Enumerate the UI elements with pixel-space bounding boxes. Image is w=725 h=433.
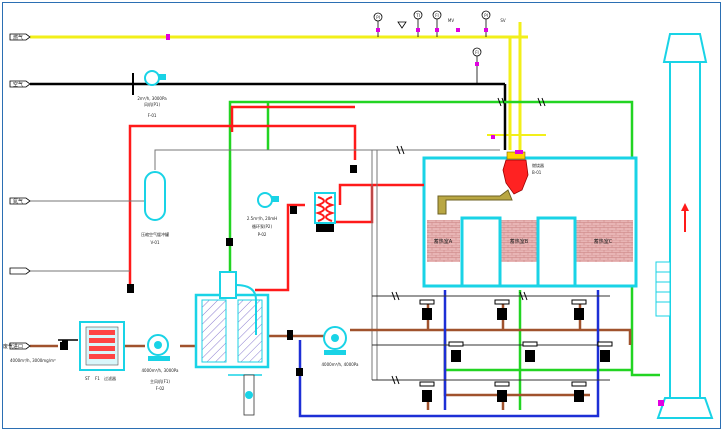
tag-1: PI [376, 15, 380, 20]
inlet-waste-gas: 废气进口 4000m³/h, 3000mg/m³ [3, 342, 56, 363]
buffer-tank-tag: V-01 [150, 240, 159, 245]
valve-4 [448, 341, 464, 362]
inlet-aux [9, 267, 31, 275]
inlet-nitrogen: 氮气 [9, 197, 31, 205]
valve-outlet [287, 330, 293, 340]
instrument-tags[interactable] [373, 10, 491, 84]
waste-gas-inlet-label: 废气进口 [3, 343, 23, 350]
filter-box[interactable]: ST F1 过滤器 [58, 321, 125, 381]
circulation-pump-tag: P-02 [258, 232, 267, 237]
inlet-fuel-gas: 燃气 [9, 33, 31, 41]
circulation-pump-spec: 2.5m³/h, 20mH [247, 216, 277, 221]
circulation-pump[interactable]: 2.5m³/h, 20mH 循环泵(P2) P-02 [247, 192, 279, 237]
main-fan-inlet-tag: F-02 [156, 386, 165, 391]
pipe-break-marks [391, 97, 546, 385]
tag-5: MV [448, 18, 454, 23]
inlet-air-label: 空气 [13, 81, 23, 88]
valve-1 [419, 299, 435, 320]
diagram-frame [2, 2, 721, 429]
main-fan-inlet-label: 主风机(F1) [150, 378, 170, 384]
valve-7 [419, 381, 435, 402]
blower-top[interactable]: 2m³/h, 3000Pa 风机(P1) F-01 [132, 70, 167, 118]
valve-6 [597, 341, 613, 362]
inlet-fuel-gas-label: 燃气 [13, 34, 23, 41]
tag-3: FI [435, 13, 438, 18]
instrument-markers [166, 28, 523, 154]
collector-lines [372, 295, 610, 381]
rto-chamber-a-label: 蓄热室A [434, 238, 453, 245]
rto-vessel[interactable]: 蓄热室A 蓄热室B 蓄热室C [418, 156, 638, 288]
waste-gas-flow-label: 4000m³/h, 3000mg/m³ [10, 358, 56, 363]
instrument-triangle [397, 21, 407, 29]
tag-mid: FI [475, 50, 478, 55]
filter-label: 过滤器 [104, 375, 116, 381]
air-line [30, 82, 507, 150]
fuel-gas-line [30, 22, 546, 150]
buffer-tank[interactable]: 压缩空气缓冲罐 V-01 [141, 171, 169, 245]
valve-green [226, 238, 233, 246]
valve-inlet [62, 340, 68, 350]
process-valves[interactable] [62, 165, 613, 402]
blower-top-label: 风机(P1) [144, 101, 161, 107]
valve-blue [296, 368, 303, 376]
main-fan-inlet[interactable]: 4000m³/h, 3000Pa 主风机(F1) F-02 [142, 334, 180, 391]
instrument-air-line [30, 149, 500, 380]
circulation-pump-label: 循环泵(P2) [252, 223, 273, 229]
tag-6: SV [500, 18, 506, 23]
inlet-nitrogen-label: 氮气 [13, 198, 23, 205]
rto-chamber-b-label: 蓄热室B [510, 238, 529, 245]
filter-tag2: F1 [95, 376, 100, 381]
adsorber[interactable] [194, 271, 270, 416]
rto-chamber-c-label: 蓄热室C [594, 238, 613, 245]
stack[interactable] [655, 33, 714, 419]
main-fan-outlet-spec: 4000m³/h, 4000Pa [322, 362, 360, 367]
inlet-air: 空气 [9, 80, 31, 88]
buffer-tank-label: 压缩空气缓冲罐 [141, 231, 169, 237]
burner-tag: B-01 [532, 170, 542, 175]
blower-top-spec: 2m³/h, 3000Pa [137, 96, 167, 101]
valve-hx [290, 206, 297, 214]
valve-5 [522, 341, 538, 362]
blower-top-tag: F-01 [148, 113, 157, 118]
instrument-labels: PI TI FI PI FI MV SV [376, 13, 506, 55]
exhaust-line [298, 290, 600, 418]
valve-3 [571, 299, 587, 320]
filter-tag: ST [85, 376, 91, 381]
main-fan-inlet-spec: 4000m³/h, 3000Pa [142, 368, 180, 373]
valve-2 [494, 299, 510, 320]
valve-hot-gas [127, 284, 134, 293]
valve-8 [494, 381, 510, 402]
burner-label: 燃烧器 [532, 162, 544, 168]
main-fan-outlet[interactable]: 4000m³/h, 4000Pa [322, 326, 360, 367]
tag-4: PI [484, 13, 488, 18]
valve-9 [571, 381, 587, 402]
burner[interactable]: 燃烧器 B-01 [502, 151, 544, 195]
heat-exchanger[interactable] [314, 192, 336, 232]
valve-red-top [350, 165, 357, 173]
tag-2: TI [415, 13, 420, 18]
